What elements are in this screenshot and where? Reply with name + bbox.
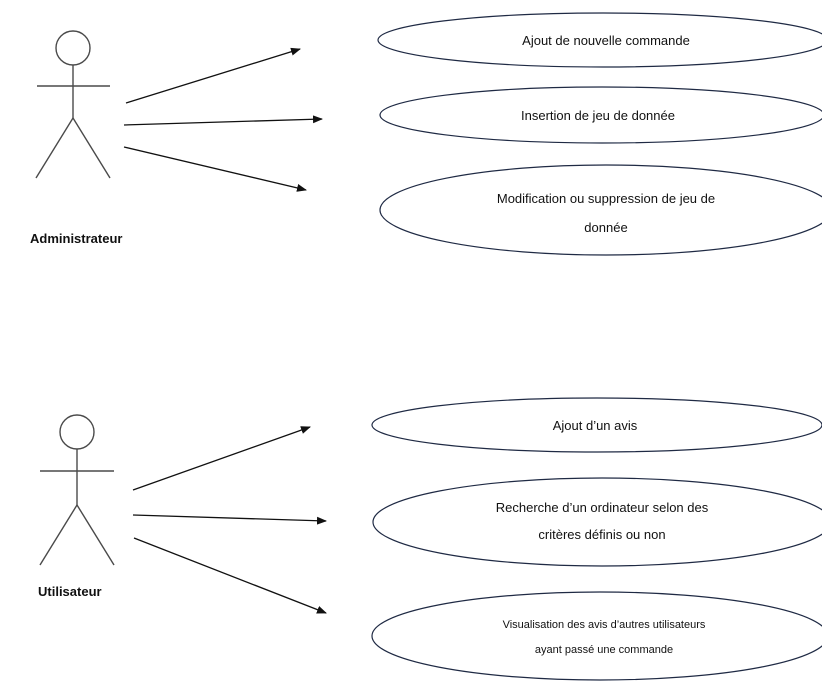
use-case-label: critères définis ou non xyxy=(538,527,665,542)
association-arrow xyxy=(132,426,311,491)
association-arrow xyxy=(132,514,327,525)
use-case-label: Insertion de jeu de donnée xyxy=(521,108,675,123)
use-case-label: donnée xyxy=(584,220,627,235)
association-arrow xyxy=(123,115,323,126)
use-case-label: Ajout de nouvelle commande xyxy=(522,33,690,48)
use-case-ajout-avis: Ajout d’un avis xyxy=(371,397,822,453)
use-case-label: Visualisation des avis d’autres utilisat… xyxy=(503,619,706,631)
association-arrow xyxy=(133,537,327,614)
user-associations xyxy=(132,426,327,614)
use-case-visualisation-avis: Visualisation des avis d’autres utilisat… xyxy=(371,591,822,681)
use-case-label: Modification ou suppression de jeu de xyxy=(497,191,715,206)
use-case-label: Recherche d’un ordinateur selon des xyxy=(496,500,709,515)
use-case-ajout-commande: Ajout de nouvelle commande xyxy=(377,12,822,68)
use-case-label: Ajout d’un avis xyxy=(553,418,638,433)
association-arrow xyxy=(123,146,307,192)
use-case-recherche-ordinateur: Recherche d’un ordinateur selon des crit… xyxy=(372,477,822,567)
association-arrow xyxy=(125,47,301,104)
use-case-insertion-donnee: Insertion de jeu de donnée xyxy=(379,86,822,144)
actor-figure-icon xyxy=(39,414,115,566)
actor-figure-icon xyxy=(35,30,111,179)
actor-administrateur: Administrateur xyxy=(30,30,122,246)
actor-utilisateur: Utilisateur xyxy=(38,414,115,599)
use-case-label: ayant passé une commande xyxy=(535,644,673,656)
actor-label: Administrateur xyxy=(30,231,122,246)
actor-label: Utilisateur xyxy=(38,584,102,599)
admin-associations xyxy=(123,47,323,192)
use-case-modification-suppression: Modification ou suppression de jeu de do… xyxy=(379,164,822,256)
